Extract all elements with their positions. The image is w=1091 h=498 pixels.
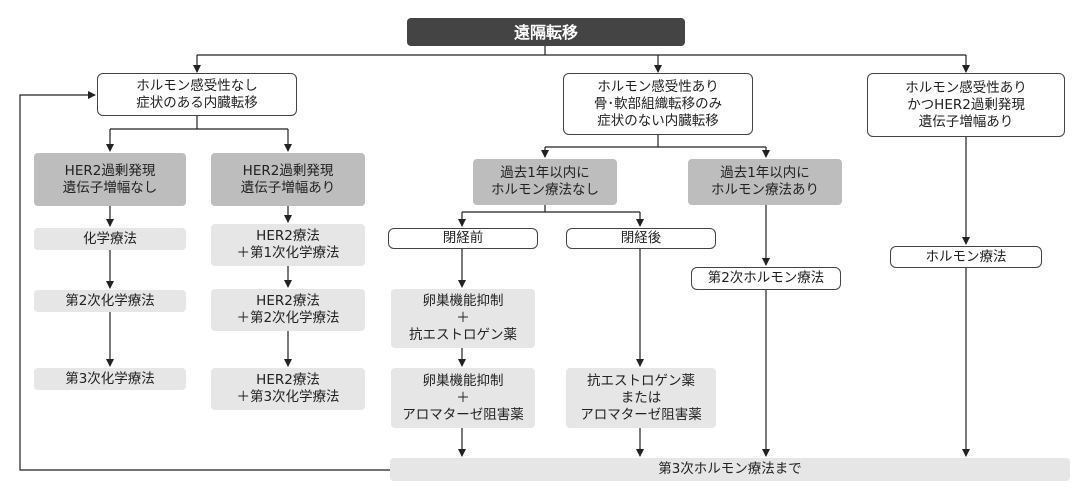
node-chemo1: 化学療法 <box>34 228 186 250</box>
node-line: 閉経前 <box>442 230 484 246</box>
node-line: ホルモン療法なし <box>491 182 599 198</box>
node-line: 抗エストロゲン薬 <box>587 372 695 389</box>
node-anti-estrogen-or-ai: 抗エストロゲン薬またはアロマターゼ阻害薬 <box>566 368 716 428</box>
node-postmenopausal: 閉経後 <box>566 228 716 249</box>
node-line: 第3次ホルモン療法まで <box>658 461 802 477</box>
node-line: ＋第1次化学療法 <box>236 245 340 261</box>
node-line: ホルモン感受性あり <box>905 79 1027 96</box>
node-line: アロマターゼ阻害薬 <box>580 406 702 423</box>
node-line: かつHER2過剰発現 <box>907 96 1025 113</box>
node-line: 遠隔転移 <box>513 22 578 42</box>
node-line: HER2過剰発現 <box>64 162 156 179</box>
node-line: ＋ <box>456 389 470 406</box>
node-line: HER2過剰発現 <box>242 162 334 179</box>
node-line: 卵巣機能抑制 <box>422 372 504 389</box>
node-her2-chemo3: HER2療法＋第3次化学療法 <box>211 368 365 410</box>
node-her2-chemo2: HER2療法＋第2次化学療法 <box>211 289 365 331</box>
node-line: ＋第2次化学療法 <box>236 310 340 326</box>
node-ovarian-aromatase: 卵巣機能抑制＋アロマターゼ阻害薬 <box>391 368 535 428</box>
node-line: HER2療法 <box>256 293 320 309</box>
node-her2-pos: HER2過剰発現遺伝子増幅あり <box>211 153 365 206</box>
node-line: 第3次化学療法 <box>65 370 155 387</box>
node-line: 遺伝子増幅なし <box>62 179 158 196</box>
node-hormone: ホルモン感受性あり骨･軟部組織転移のみ症状のない内臓転移 <box>563 73 753 135</box>
node-her2-chemo1: HER2療法＋第1次化学療法 <box>211 224 365 266</box>
node-hormone-her2: ホルモン感受性ありかつHER2過剰発現遺伝子増幅あり <box>867 73 1065 137</box>
node-line: 化学療法 <box>83 230 137 247</box>
node-prior-hormone: 過去1年以内にホルモン療法あり <box>688 159 842 205</box>
node-line: ホルモン感受性あり <box>597 78 719 95</box>
node-line: 過去1年以内に <box>720 165 810 181</box>
node-root: 遠隔転移 <box>407 18 685 46</box>
node-chemo3: 第3次化学療法 <box>34 368 186 390</box>
node-line: 遺伝子増幅あり <box>240 179 336 196</box>
node-line: 閉経後 <box>620 230 662 246</box>
node-second-hormone: 第2次ホルモン療法 <box>691 267 841 290</box>
node-ovarian-anti-estrogen: 卵巣機能抑制＋抗エストロゲン薬 <box>391 289 535 348</box>
node-third-hormone: 第3次ホルモン療法まで <box>390 458 1070 481</box>
node-line: ホルモン療法あり <box>711 182 819 198</box>
node-line: ホルモン療法 <box>925 248 1007 265</box>
node-line: ＋第3次化学療法 <box>236 389 340 405</box>
node-line: 症状のある内臓転移 <box>136 94 258 111</box>
node-no-prior-hormone: 過去1年以内にホルモン療法なし <box>473 159 617 205</box>
node-line: アロマターゼ阻害薬 <box>402 406 524 423</box>
node-line: HER2療法 <box>256 372 320 388</box>
node-hormone-therapy: ホルモン療法 <box>890 246 1042 268</box>
node-line: 第2次ホルモン療法 <box>707 270 825 286</box>
node-line: 骨･軟部組織転移のみ <box>593 95 723 112</box>
node-line: 症状のない内臓転移 <box>597 112 719 129</box>
node-no-hormone: ホルモン感受性なし症状のある内臓転移 <box>97 73 297 116</box>
node-line: 抗エストロゲン薬 <box>409 327 517 343</box>
node-line: ホルモン感受性なし <box>136 77 258 94</box>
node-her2-neg: HER2過剰発現遺伝子増幅なし <box>34 153 186 206</box>
node-line: HER2療法 <box>256 228 320 244</box>
node-line: 卵巣機能抑制 <box>422 293 504 309</box>
node-line: 過去1年以内に <box>500 165 590 181</box>
connector-loop-back <box>19 91 390 471</box>
node-line: または <box>620 389 662 406</box>
node-line: ＋ <box>456 310 470 326</box>
node-line: 第2次化学療法 <box>65 292 155 309</box>
node-line: 遺伝子増幅あり <box>918 113 1014 130</box>
node-chemo2: 第2次化学療法 <box>34 290 186 312</box>
node-premenopausal: 閉経前 <box>388 228 538 249</box>
